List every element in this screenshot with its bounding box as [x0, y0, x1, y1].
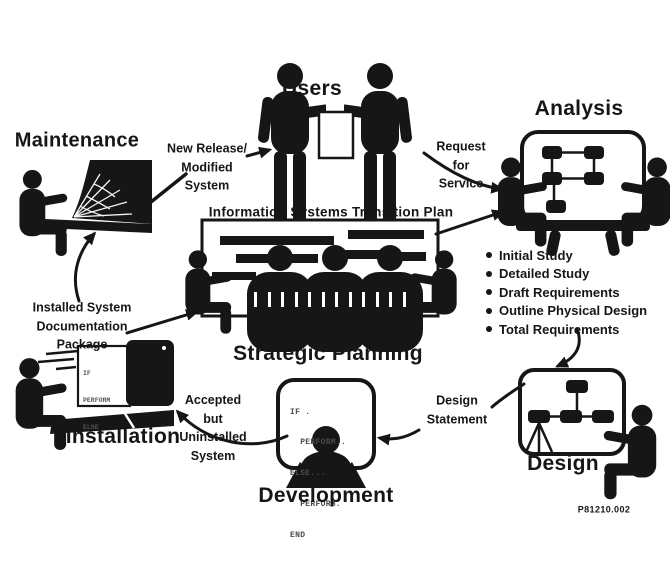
- installation-label: Installation: [65, 425, 181, 448]
- installed-package-annotation: Installed System Documentation Package: [32, 300, 132, 352]
- bullet-icon: [486, 270, 492, 277]
- development-label: Development: [258, 484, 394, 507]
- computer-tower-icon: [126, 340, 174, 406]
- figure-id-label: P81210.002: [577, 504, 631, 515]
- desk-icon: [50, 410, 174, 434]
- list-item: Initial Study: [486, 246, 647, 265]
- speed-lines-icon: [37, 349, 79, 371]
- maintenance-person-icon: [19, 169, 68, 257]
- bullet-icon: [486, 307, 492, 314]
- code-line: ELSE...: [290, 469, 326, 479]
- bullet-icon: [486, 252, 492, 259]
- list-item-label: Initial Study: [499, 247, 573, 263]
- maintenance-label: Maintenance: [14, 129, 140, 152]
- bullet-icon: [486, 289, 492, 296]
- maintenance-workstation-illustration: [19, 160, 152, 257]
- strategic-planning-illustration: [185, 218, 457, 352]
- table-icon: [516, 222, 650, 257]
- analysis-board: [520, 130, 646, 224]
- developer-back-icon: [286, 426, 366, 488]
- new-release-annotation: New Release/ Modified System: [167, 141, 247, 193]
- listing-line: ELSE: [83, 424, 99, 431]
- bullet-icon: [486, 326, 492, 333]
- document-icon: [317, 110, 355, 160]
- analysis-meeting-illustration: [498, 130, 670, 257]
- request-for-service-annotation: Request for Service: [436, 139, 486, 191]
- design-easel-illustration: [518, 368, 657, 500]
- installation-figure: [15, 340, 174, 450]
- listing-line: PERFORM: [83, 397, 111, 404]
- analysis-activities-list: Initial Study Detailed Study Draft Requi…: [486, 246, 647, 339]
- strategic-planning-label: Strategic Planning: [233, 342, 423, 365]
- users-label: Users: [282, 77, 342, 100]
- analysis-label: Analysis: [534, 97, 624, 120]
- development-terminal-illustration: IF . PERFORM.. ELSE... PERFORM. END: [268, 376, 386, 540]
- accepted-uninstalled-annotation: Accepted but Uninstalled System: [179, 393, 247, 463]
- org-chart-icon: [528, 380, 614, 423]
- listing-paper-icon: [76, 344, 132, 408]
- development-code-text: IF . PERFORM.. ELSE... PERFORM. END: [290, 387, 346, 562]
- listing-line: IF: [83, 370, 91, 377]
- transition-plan-title: Information Systems Transition Plan: [208, 204, 454, 220]
- installation-illustration: IF PERFORM ELSE: [14, 336, 184, 456]
- installation-listing-text: IF PERFORM ELSE: [83, 351, 110, 450]
- design-statement-annotation: Design Statement: [426, 393, 488, 427]
- list-item-label: Total Requirements: [499, 321, 620, 337]
- code-line: PERFORM..: [290, 438, 347, 448]
- list-item: Detailed Study: [486, 265, 647, 284]
- list-item: Draft Requirements: [486, 283, 647, 302]
- list-item-label: Detailed Study: [499, 266, 590, 282]
- cobweb-icon: [73, 173, 133, 218]
- list-item-label: Draft Requirements: [499, 284, 620, 300]
- list-item-label: Outline Physical Design: [499, 303, 648, 319]
- list-item: Total Requirements: [486, 320, 647, 339]
- users-illustration: [257, 63, 413, 228]
- installer-icon: [15, 358, 68, 450]
- tripod-icon: [524, 422, 554, 453]
- design-label: Design: [527, 452, 599, 475]
- development-figure: [276, 378, 376, 488]
- flowchart-icon: [542, 146, 604, 213]
- code-line: END: [290, 531, 306, 541]
- chair-slats: [254, 292, 406, 307]
- monitor-icon: [24, 160, 152, 233]
- list-item: Outline Physical Design: [486, 302, 647, 321]
- code-line: PERFORM.: [290, 500, 342, 510]
- code-line: IF .: [290, 407, 311, 417]
